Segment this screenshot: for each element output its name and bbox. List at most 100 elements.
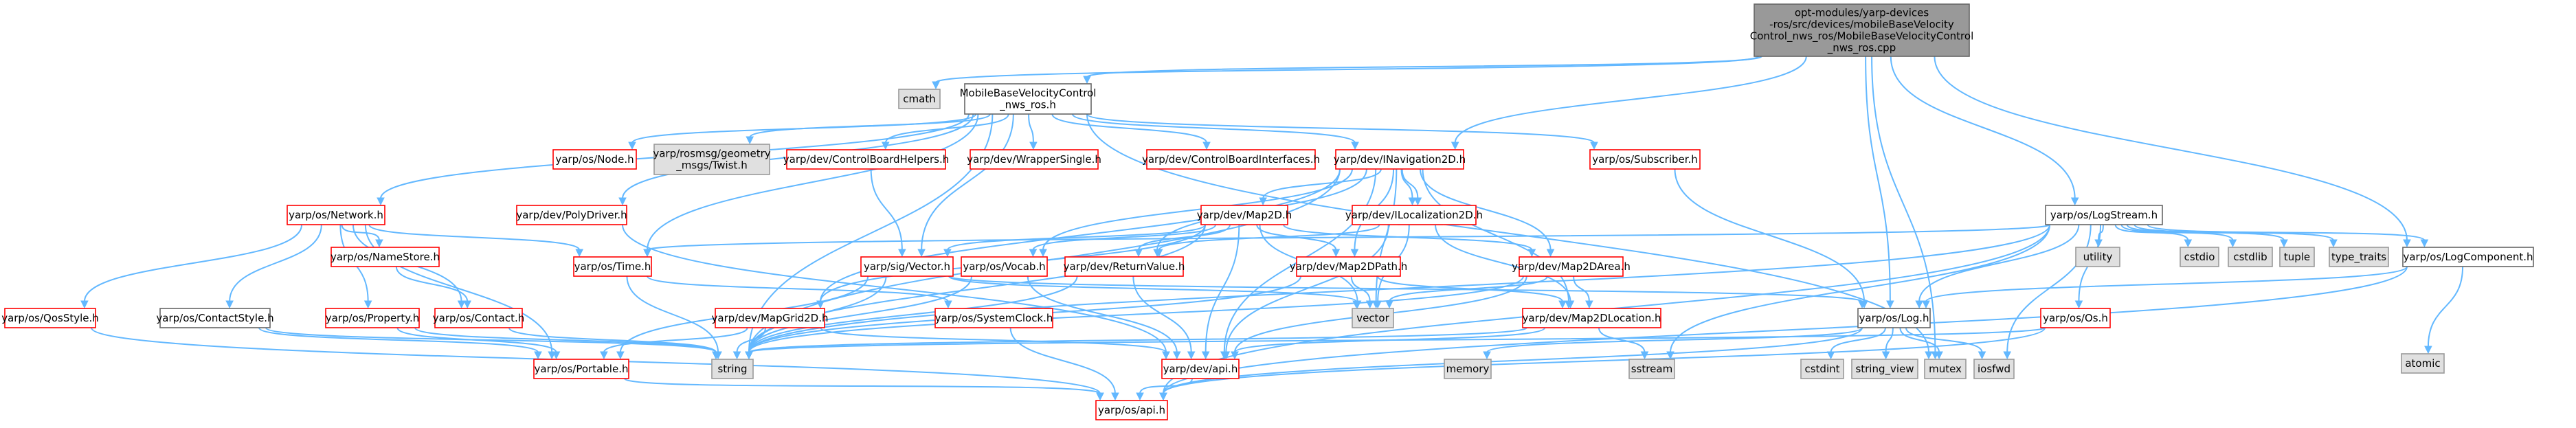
arrowhead-mbvc_h-to-sigvector_h (917, 249, 926, 258)
node-returnvalue-h[interactable]: yarp/dev/ReturnValue.h (1064, 256, 1185, 277)
arrowhead-systemclock_h-to-osapi_h (1111, 392, 1119, 401)
node-logcomponent-h[interactable]: yarp/os/LogComponent.h (2402, 247, 2534, 267)
node-label: opt-modules/yarp-devices (1795, 7, 1929, 19)
arrowhead-logstream_h-to-iosfwd (2003, 351, 2012, 360)
node-box (1522, 308, 1661, 328)
arrowhead-logstream_h-to-cstdlib (2228, 239, 2237, 248)
edge-log_h-to-memory (1486, 327, 1863, 353)
node-box (1857, 308, 1931, 328)
edge-root-to-log_h (1865, 56, 1891, 302)
node-systemclock-h[interactable]: yarp/os/SystemClock.h (934, 308, 1053, 328)
node-label: yarp/dev/Map2D.h (1197, 209, 1292, 221)
edge-map2d_h-to-vocab_h (1032, 224, 1217, 251)
node-label: yarp/os/NameStore.h (331, 251, 440, 263)
node-map2dloc-h[interactable]: yarp/dev/Map2DLocation.h (1522, 308, 1661, 328)
node-vocab-h[interactable]: yarp/os/Vocab.h (961, 256, 1048, 277)
node-label: yarp/dev/PolyDriver.h (516, 209, 627, 221)
node-label: cstdint (1804, 363, 1839, 375)
node-qosstyle-h[interactable]: yarp/os/QosStyle.h (1, 308, 99, 328)
node-box (287, 205, 385, 225)
node-contactstyle-h[interactable]: yarp/os/ContactStyle.h (156, 308, 274, 328)
arrowhead-logstream_h-to-time_h (643, 249, 651, 258)
arrowhead-iloc2d_h-to-map2dloc_h (1566, 300, 1575, 309)
arrowhead-property_h-to-portable_h (552, 351, 561, 360)
node-namestore-h[interactable]: yarp/os/NameStore.h (331, 247, 440, 267)
node-mbvc-h[interactable]: MobileBaseVelocityControl_nws_ros.h (960, 83, 1097, 115)
arrowhead-contactstyle_h-to-portable_h (534, 351, 542, 360)
node-os-h[interactable]: yarp/os/Os.h (2040, 308, 2111, 328)
node-map2d-h[interactable]: yarp/dev/Map2D.h (1197, 205, 1292, 225)
edge-root-to-logstream_h (1890, 56, 2076, 199)
node-polydriver-h[interactable]: yarp/dev/PolyDriver.h (516, 205, 627, 225)
node-mutex: mutex (1924, 359, 1967, 379)
node-cbinterfaces-h[interactable]: yarp/dev/ControlBoardInterfaces.h (1142, 149, 1320, 170)
node-box (1335, 149, 1464, 170)
arrowhead-logcomponent_h-to-log_h (1922, 300, 1930, 309)
edge-log_h-to-iosfwd (1905, 327, 1983, 353)
edge-inav2d_h-to-mapgrid2d_h (820, 168, 1341, 302)
node-network-h[interactable]: yarp/os/Network.h (287, 205, 385, 225)
arrowhead-root-to-log_h (1886, 300, 1894, 309)
node-box (860, 256, 954, 277)
edge-mbvc_h-to-time_h (647, 113, 979, 251)
arrowhead-inav2d_h-to-map2dpath_h (1350, 249, 1359, 258)
node-node-h[interactable]: yarp/os/Node.h (552, 149, 637, 170)
node-box (786, 149, 946, 170)
arrowhead-map2dloc_h-to-devapi_h (1231, 351, 1239, 360)
node-subscriber-h[interactable]: yarp/os/Subscriber.h (1589, 149, 1701, 170)
edge-map2darea_h-to-vector (1389, 275, 1548, 302)
node-label: yarp/rosmsg/geometry (653, 148, 770, 160)
node-property-h[interactable]: yarp/os/Property.h (325, 308, 420, 328)
arrowhead-inav2d_h-to-limits (1413, 197, 1422, 206)
node-log-h[interactable]: yarp/os/Log.h (1857, 308, 1931, 328)
arrowhead-root-to-mbvc_h (1083, 76, 1091, 85)
node-label: yarp/os/api.h (1098, 404, 1165, 416)
edge-os_h-to-string (748, 327, 2046, 353)
node-map2dpath-h[interactable]: yarp/dev/Map2DPath.h (1290, 256, 1407, 277)
edge-mbvc_h-to-mutex (1086, 113, 1929, 353)
node-time-h[interactable]: yarp/os/Time.h (573, 256, 652, 277)
edge-sigvector_h-to-vector (948, 275, 1357, 302)
node-box (711, 359, 754, 379)
node-tuple: tuple (2279, 247, 2315, 267)
edge-network_h-to-time_h (368, 224, 581, 251)
arrowhead-namestore_h-to-contact_h (463, 300, 471, 309)
arrowhead-cbhelpers_h-to-sigvector_h (898, 249, 906, 258)
node-label: yarp/os/ContactStyle.h (156, 312, 273, 324)
edge-logcomponent_h-to-osapi_h (1163, 266, 2408, 394)
node-logstream-h[interactable]: yarp/os/LogStream.h (2045, 205, 2163, 225)
node-inav2d-h[interactable]: yarp/dev/INavigation2D.h (1334, 149, 1466, 170)
arrowhead-map2dpath_h-to-map2dloc_h (1558, 300, 1567, 309)
edge-map2dloc_h-to-sstream (1598, 327, 1646, 353)
node-sstream: sstream (1628, 359, 1675, 379)
edge-property_h-to-string (414, 327, 717, 353)
node-root[interactable]: opt-modules/yarp-devices-ros/src/devices… (1750, 3, 1974, 57)
node-label: yarp/dev/Map2DPath.h (1290, 260, 1407, 273)
edge-property_h-to-portable_h (396, 327, 557, 353)
node-osapi-h[interactable]: yarp/os/api.h (1095, 400, 1168, 420)
node-box (715, 308, 825, 328)
node-cbhelpers-h[interactable]: yarp/dev/ControlBoardHelpers.h (783, 149, 949, 170)
arrowhead-logstream_h-to-type_traits (2329, 239, 2338, 248)
node-iloc2d-h[interactable]: yarp/dev/ILocalization2D.h (1345, 205, 1483, 225)
arrowhead-log_h-to-mutex (1935, 351, 1943, 360)
node-label: yarp/os/Portable.h (535, 363, 629, 375)
node-wrapsingle-h[interactable]: yarp/dev/WrapperSingle.h (967, 149, 1101, 170)
node-mapgrid2d-h[interactable]: yarp/dev/MapGrid2D.h (712, 308, 829, 328)
node-string: string (711, 359, 754, 379)
node-label: yarp/os/Node.h (555, 153, 634, 166)
node-box (1851, 359, 1918, 379)
node-utility: utility (2075, 247, 2120, 267)
arrowhead-map2d_h-to-map2darea_h (1527, 249, 1536, 258)
edge-vocab_h-to-string (748, 275, 973, 353)
node-devapi-h[interactable]: yarp/dev/api.h (1161, 359, 1240, 379)
edge-logstream_h-to-log_h (1918, 224, 2080, 302)
node-map2darea-h[interactable]: yarp/dev/Map2DArea.h (1512, 256, 1631, 277)
node-box (961, 256, 1048, 277)
node-portable-h[interactable]: yarp/os/Portable.h (533, 359, 629, 379)
node-label: cmath (903, 93, 935, 105)
arrowhead-logcomponent_h-to-atomic (2424, 346, 2432, 354)
node-contact-h[interactable]: yarp/os/Contact.h (433, 308, 525, 328)
node-box (2329, 247, 2389, 267)
node-sigvector-h[interactable]: yarp/sig/Vector.h (860, 256, 954, 277)
